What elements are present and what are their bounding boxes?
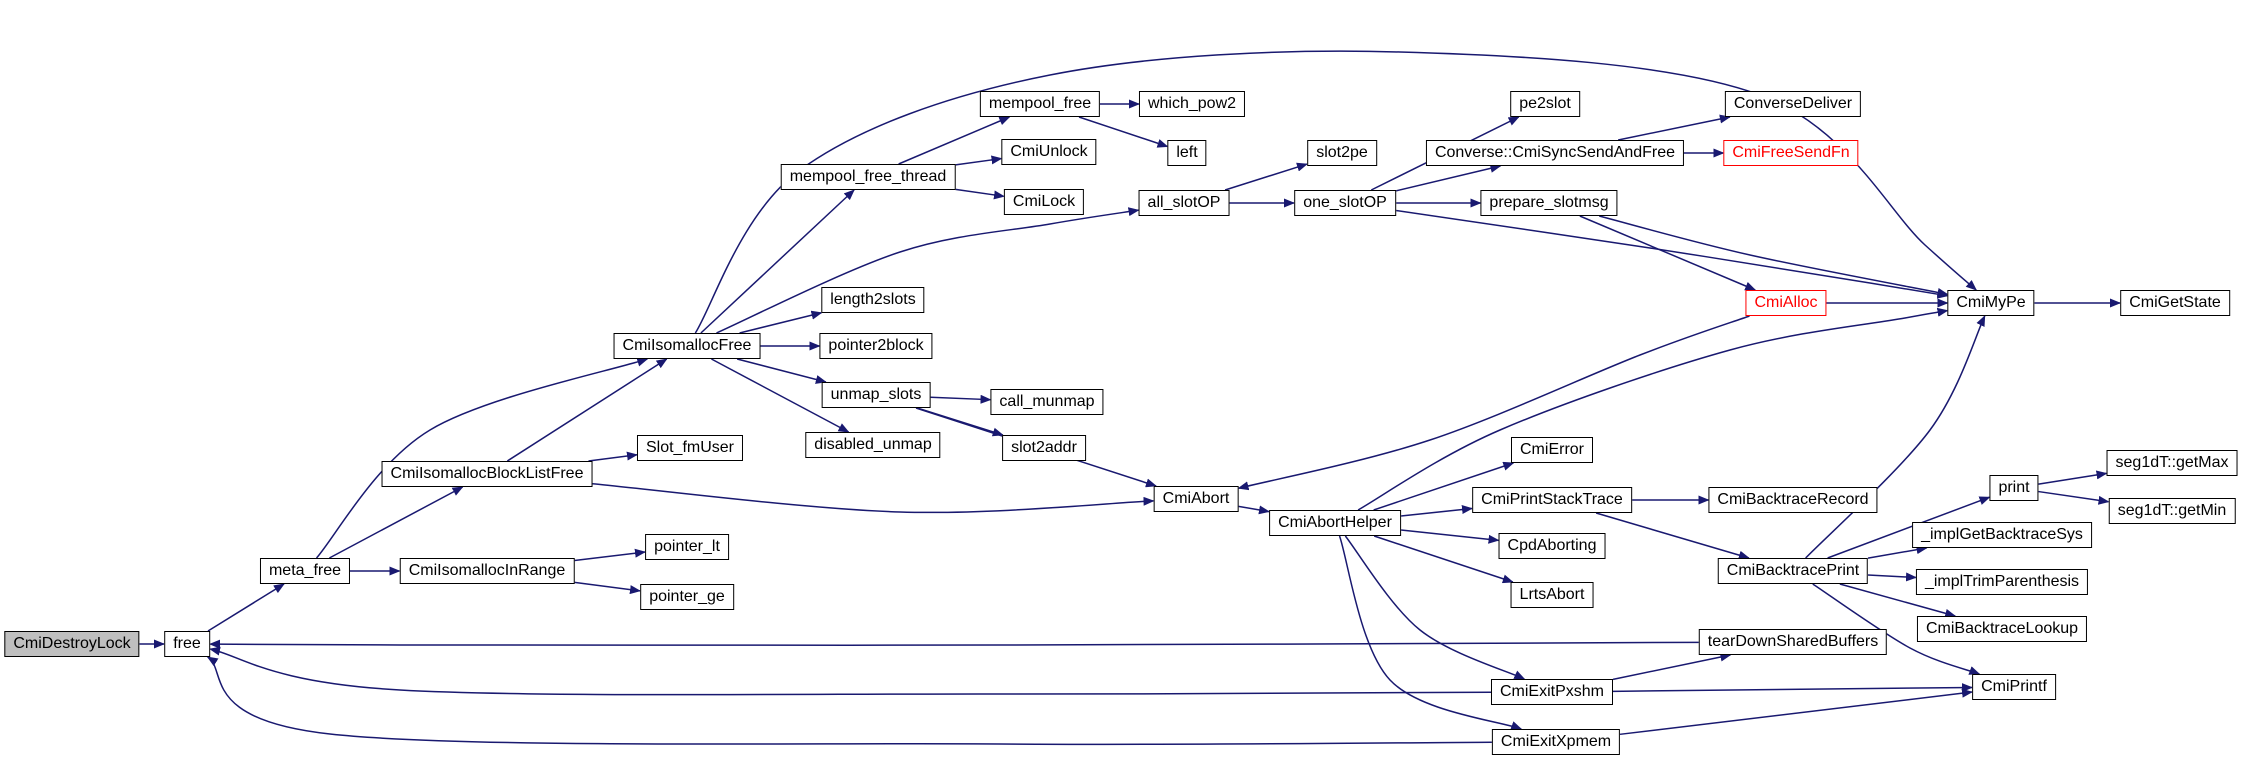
node-left[interactable]: left [1167,140,1207,166]
node-slot2addr[interactable]: slot2addr [1002,435,1086,461]
node-freesendfn[interactable]: CmiFreeSendFn [1723,140,1859,166]
edge-print-to-getmin [2038,490,2110,505]
edge-isofree-to-unmapslots [736,358,827,384]
edge-btprint-to-printf [1812,583,1981,675]
edge-blocklistfree-to-isofree [506,358,668,462]
edge-metafree-to-blocklistfree [329,486,464,559]
node-printstack[interactable]: CmiPrintStackTrace [1472,487,1632,513]
edge-abort-to-aborthelper [1238,505,1270,515]
node-pe2slot[interactable]: pe2slot [1510,91,1580,117]
edge-unmapslots-to-callmunmap [930,394,992,404]
edge-mpfreethread-to-lock [955,188,1005,200]
edge-oneslotop-to-mype [1395,209,1949,299]
node-exitxpmem[interactable]: CmiExitXpmem [1491,729,1621,755]
edge-blocklistfree-to-abort [592,482,1155,514]
node-mpfreethread[interactable]: mempool_free_thread [780,164,956,190]
node-len2slots[interactable]: length2slots [821,287,925,313]
node-blocklistfree[interactable]: CmiIsomallocBlockListFree [381,461,593,487]
edge-free-to-metafree [207,583,285,632]
edge-teardown-to-free [209,639,1700,649]
node-btlookup[interactable]: CmiBacktraceLookup [1916,616,2088,642]
edge-exitpxshm-to-teardown [1612,652,1732,681]
node-mpfree[interactable]: mempool_free [979,91,1101,117]
node-ptrge[interactable]: pointer_ge [640,584,734,610]
edge-aborthelper-to-lrtsabort [1373,535,1514,584]
node-free[interactable]: free [164,631,210,657]
edge-mpfree-to-left [1078,116,1169,148]
edge-inrange-to-ptrge [574,581,641,595]
node-cpdaborting[interactable]: CpdAborting [1498,533,1606,559]
node-convdeliver[interactable]: ConverseDeliver [1724,91,1862,117]
edge-exitxpmem-to-free [206,656,1493,746]
node-ptr2block[interactable]: pointer2block [819,333,933,359]
node-mype[interactable]: CmiMyPe [1947,290,2035,316]
node-disunmap[interactable]: disabled_unmap [805,432,941,458]
node-slotfmuser[interactable]: Slot_fmUser [636,435,744,461]
edge-aborthelper-to-exitpxshm [1344,535,1526,680]
edge-aborthelper-to-cpdaborting [1400,529,1500,544]
node-whichpow2[interactable]: which_pow2 [1138,91,1246,117]
node-trimparen[interactable]: _implTrimParenthesis [1915,569,2089,595]
node-lock[interactable]: CmiLock [1003,189,1085,215]
edge-prepslotmsg-to-alloc [1579,215,1757,291]
node-getmin[interactable]: seg1dT::getMin [2108,498,2236,524]
edge-mpfreethread-to-unlock [955,155,1003,166]
node-allslotop[interactable]: all_slotOP [1138,190,1230,216]
node-btprint[interactable]: CmiBacktracePrint [1717,558,1869,584]
edge-btprint-to-trimparen [1867,572,1917,582]
node-syncsendfree[interactable]: Converse::CmiSyncSendAndFree [1425,140,1685,166]
edge-mpfreethread-to-mpfree [898,116,1011,165]
edge-aborthelper-to-error [1373,461,1515,511]
node-print[interactable]: print [1989,475,2039,501]
node-printf[interactable]: CmiPrintf [1972,674,2056,700]
edge-inrange-to-ptrlt [574,548,646,562]
node-teardown[interactable]: tearDownSharedBuffers [1698,629,1888,655]
edge-isofree-to-allslotop [716,207,1140,334]
edge-btprint-to-mype [1805,315,1986,559]
node-destroylock[interactable]: CmiDestroyLock [4,631,140,657]
node-metafree[interactable]: meta_free [259,558,351,584]
node-alloc[interactable]: CmiAlloc [1745,290,1827,316]
node-getbtsys[interactable]: _implGetBacktraceSys [1912,522,2092,548]
node-unmapslots[interactable]: unmap_slots [821,382,931,408]
node-btrecord[interactable]: CmiBacktraceRecord [1708,487,1878,513]
edge-prepslotmsg-to-mype [1599,215,1949,297]
edge-alloc-to-abort [1237,315,1750,491]
edge-btprint-to-btlookup [1839,583,1957,618]
edge-print-to-getmax [2038,470,2108,485]
edge-aborthelper-to-mype [1357,307,1949,511]
edge-btprint-to-print [1827,496,1991,559]
node-abort[interactable]: CmiAbort [1153,486,1239,512]
node-error[interactable]: CmiError [1511,437,1593,463]
edge-oneslotop-to-syncsendfree [1395,163,1502,192]
edge-isofree-to-len2slots [739,310,823,334]
node-lrtsabort[interactable]: LrtsAbort [1510,582,1594,608]
node-callmunmap[interactable]: call_munmap [990,389,1104,415]
edge-isofree-to-mpfreethread [700,189,855,334]
edge-aborthelper-to-exitxpmem [1338,535,1523,730]
node-isofree[interactable]: CmiIsomallocFree [613,333,761,359]
edge-isofree-to-disunmap [711,358,850,433]
edge-syncsendfree-to-convdeliver [1617,114,1731,141]
edge-printstack-to-btprint [1595,512,1750,560]
node-getstate[interactable]: CmiGetState [2120,290,2230,316]
edge-blocklistfree-to-slotfmuser [588,451,638,462]
edge-aborthelper-to-printstack [1400,505,1473,517]
node-oneslotop[interactable]: one_slotOP [1294,190,1396,216]
node-aborthelper[interactable]: CmiAbortHelper [1269,510,1401,536]
node-getmax[interactable]: seg1dT::getMax [2106,450,2238,476]
edge-metafree-to-isofree [315,357,649,559]
node-inrange[interactable]: CmiIsomallocInRange [399,558,575,584]
edge-allslotop-to-slot2pe [1224,162,1308,191]
node-prepslotmsg[interactable]: prepare_slotmsg [1480,190,1618,216]
edge-exitxpmem-to-printf [1619,688,1973,736]
node-slot2pe[interactable]: slot2pe [1307,140,1377,166]
edge-btprint-to-getbtsys [1867,545,1928,559]
node-ptrlt[interactable]: pointer_lt [645,534,729,560]
edge-exitpxshm-to-free [209,646,1492,696]
edge-exitpxshm-to-printf [1612,683,1973,693]
node-exitpxshm[interactable]: CmiExitPxshm [1490,679,1614,705]
node-unlock[interactable]: CmiUnlock [1001,139,1097,165]
